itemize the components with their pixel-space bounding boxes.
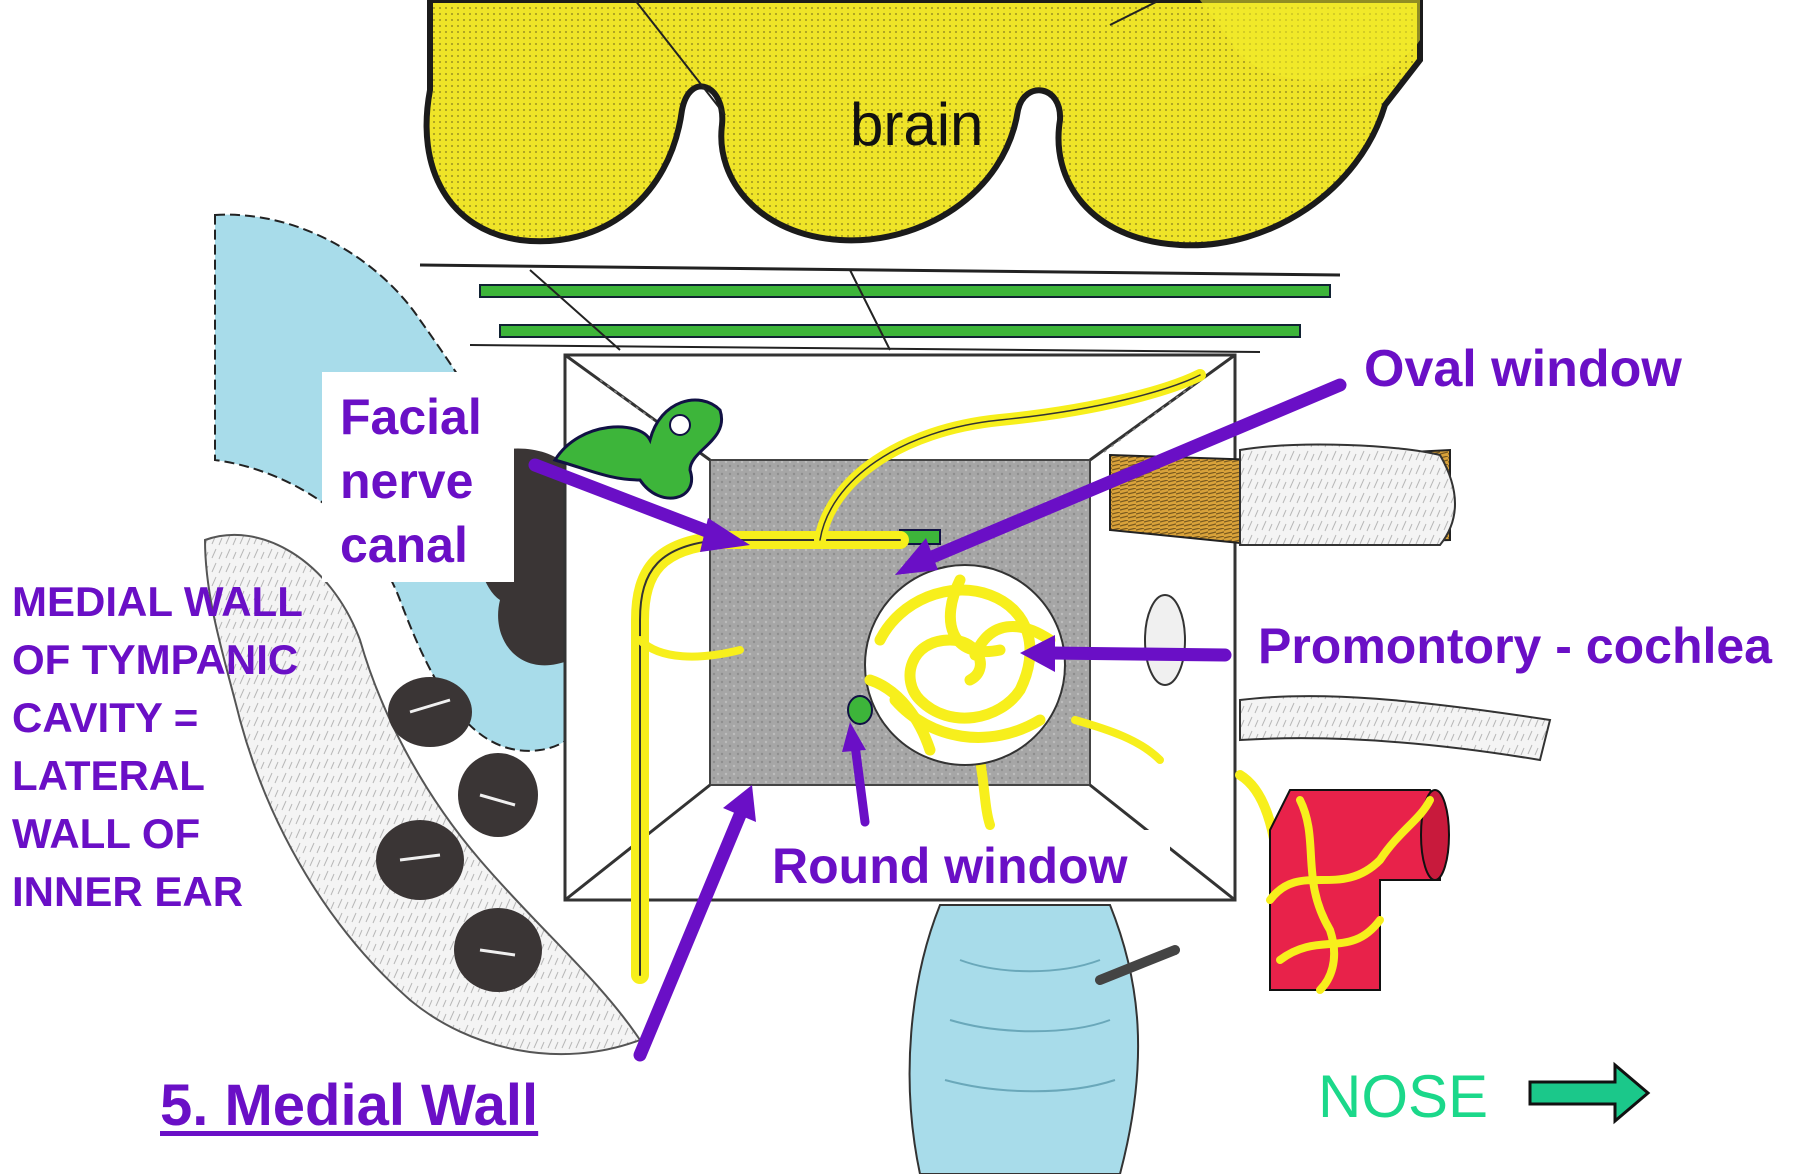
oval-window-label: Oval window bbox=[1364, 340, 1682, 400]
facial-nerve-canal-label: Facial nerve canal bbox=[340, 385, 490, 577]
semicircular-canals bbox=[420, 265, 1340, 352]
round-window-label: Round window bbox=[772, 838, 1127, 896]
slide-title: 5. Medial Wall bbox=[160, 1073, 538, 1140]
nose-label: NOSE bbox=[1318, 1062, 1488, 1131]
brain-label: brain bbox=[850, 90, 983, 159]
medial-wall-description: MEDIAL WALL OF TYMPANIC CAVITY = LATERAL… bbox=[12, 573, 312, 921]
blue-lower-structure bbox=[910, 905, 1175, 1174]
promontory-label: Promontory - cochlea bbox=[1258, 618, 1772, 676]
nose-arrow-icon bbox=[1530, 1065, 1648, 1121]
carotid-artery bbox=[1270, 790, 1449, 990]
